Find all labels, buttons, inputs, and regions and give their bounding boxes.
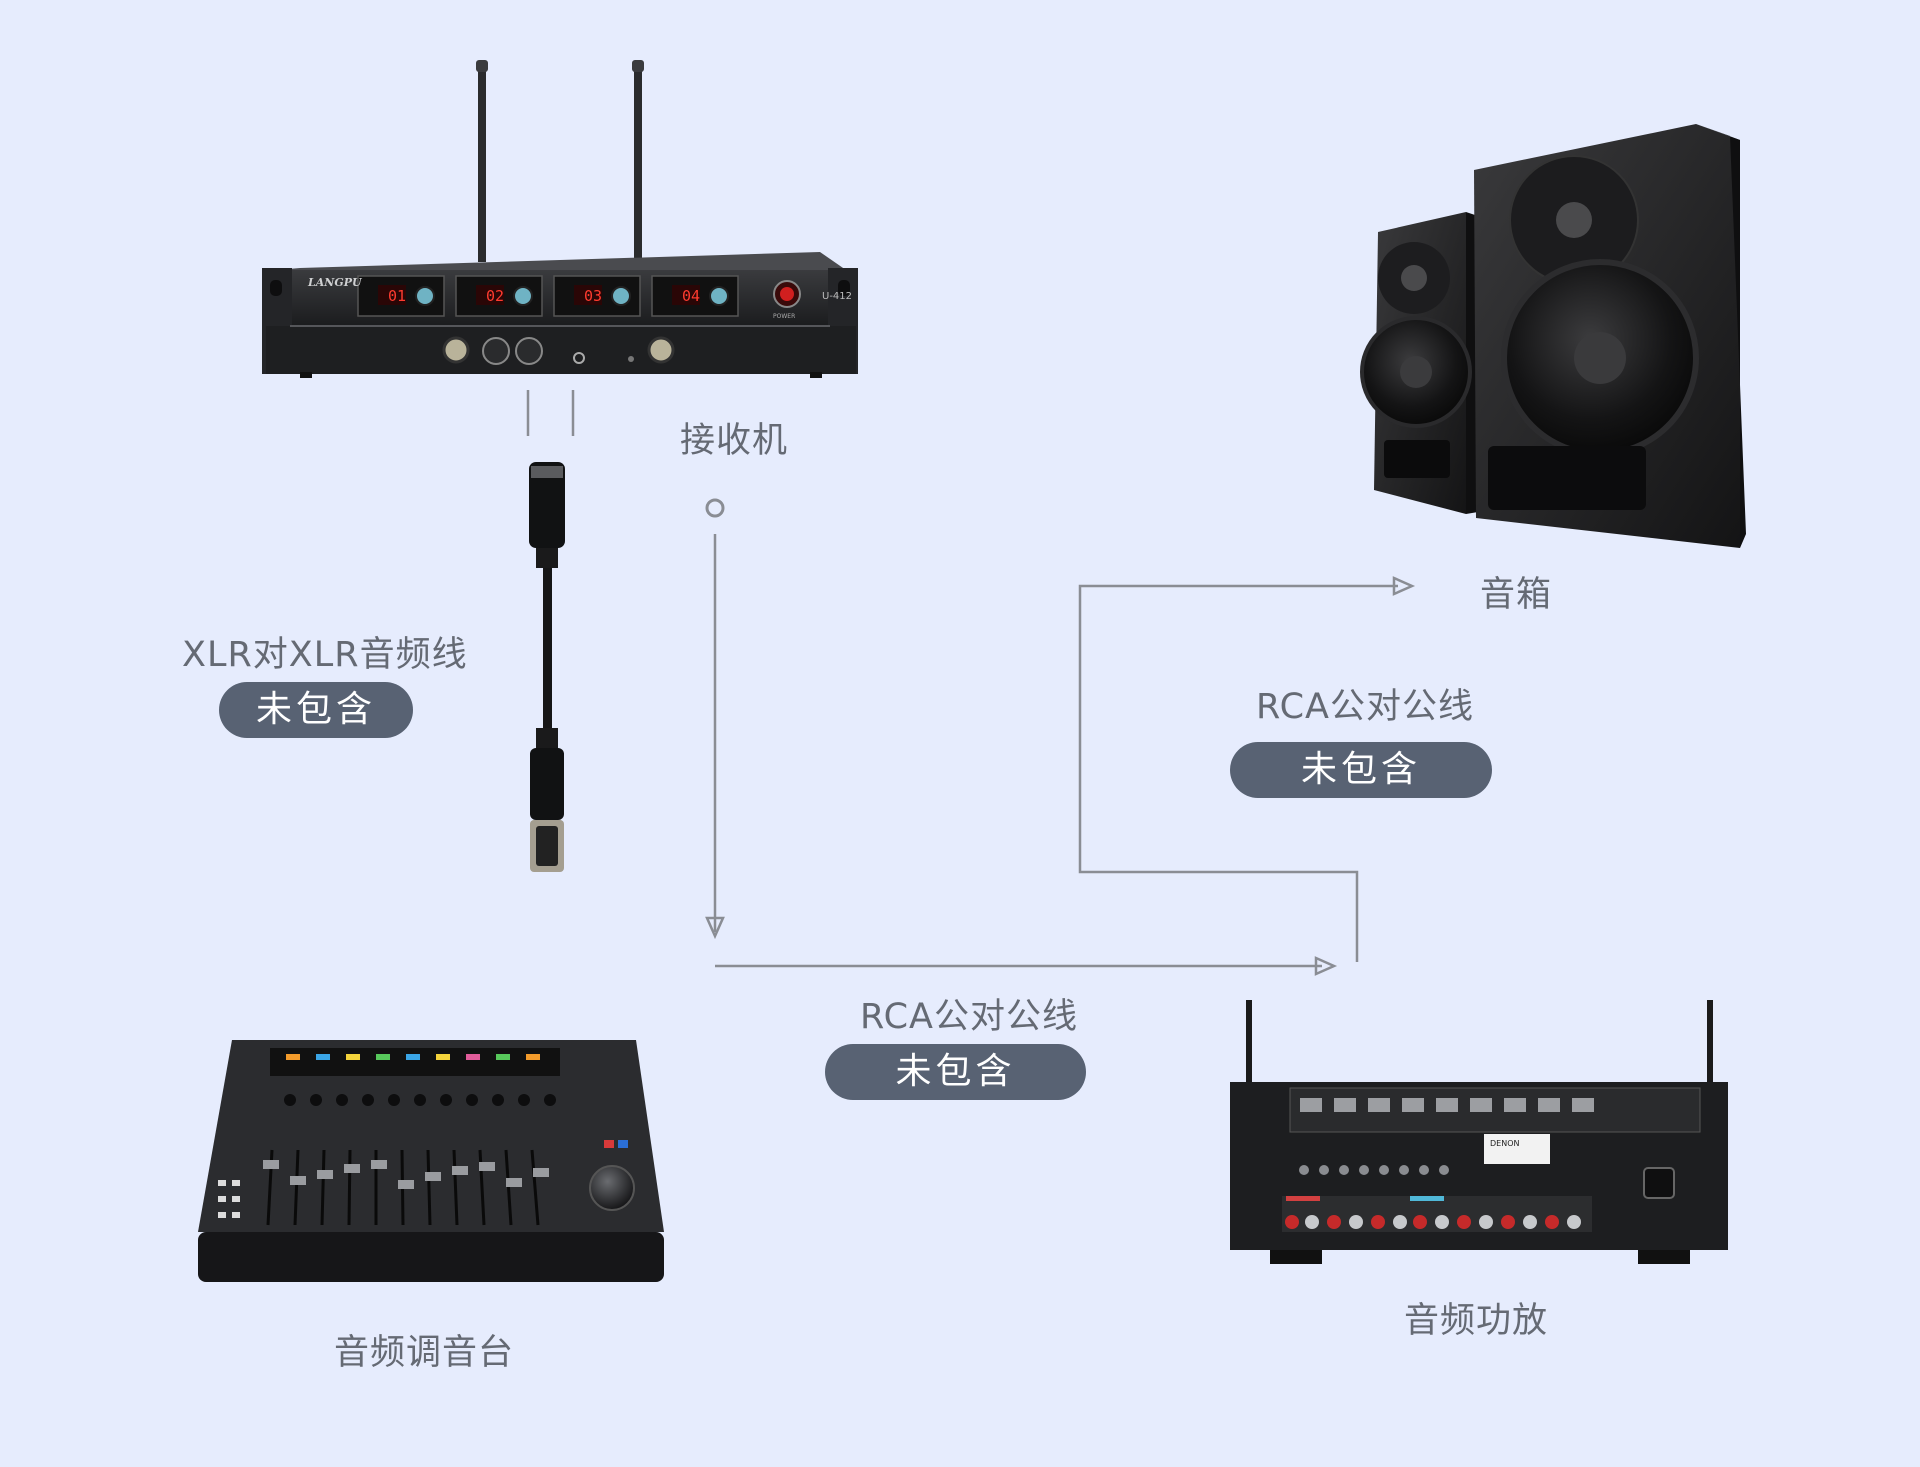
mixer-label: 音频调音台	[334, 1324, 514, 1375]
xlr-cable-label: XLR对XLR音频线	[182, 626, 468, 677]
rca-upper-not-included-badge: 未包含	[1230, 742, 1492, 798]
power-label: POWER	[773, 313, 795, 320]
amplifier-brand: DENON	[1490, 1139, 1519, 1148]
receiver-model: U-412	[822, 291, 852, 302]
rca-cable-lower-label: RCA公对公线	[860, 988, 1078, 1039]
jog-wheel-icon	[590, 1166, 634, 1210]
channel-number-2: 02	[486, 287, 504, 305]
receiver-brand: LANGPU	[307, 276, 363, 289]
channel-number-4: 04	[682, 287, 700, 305]
power-socket-icon	[1644, 1168, 1674, 1198]
rca-cable-upper-label: RCA公对公线	[1256, 678, 1474, 729]
channel-number-3: 03	[584, 287, 602, 305]
amp-antenna-right	[1707, 1000, 1713, 1092]
amp-antenna-left	[1246, 1000, 1252, 1092]
receiver-label: 接收机	[680, 412, 788, 463]
rca-lower-not-included-badge: 未包含	[825, 1044, 1086, 1100]
connection-dot	[707, 500, 723, 516]
antenna-right	[634, 62, 642, 262]
xlr-cable-image	[529, 462, 565, 872]
speakers-label: 音箱	[1480, 566, 1552, 617]
channel-number-1: 01	[388, 287, 406, 305]
amplifier-image: DENON	[1230, 1000, 1728, 1264]
mixer-image	[198, 1040, 664, 1282]
receiver-device: 01 02 03 04 LANGPU POWER U-412	[262, 60, 858, 378]
speakers-image	[1362, 124, 1746, 548]
amplifier-label: 音频功放	[1404, 1292, 1548, 1343]
xlr-not-included-badge: 未包含	[219, 682, 413, 738]
antenna-left	[478, 62, 486, 262]
xlr-output-1	[483, 338, 509, 364]
xlr-output-2	[516, 338, 542, 364]
